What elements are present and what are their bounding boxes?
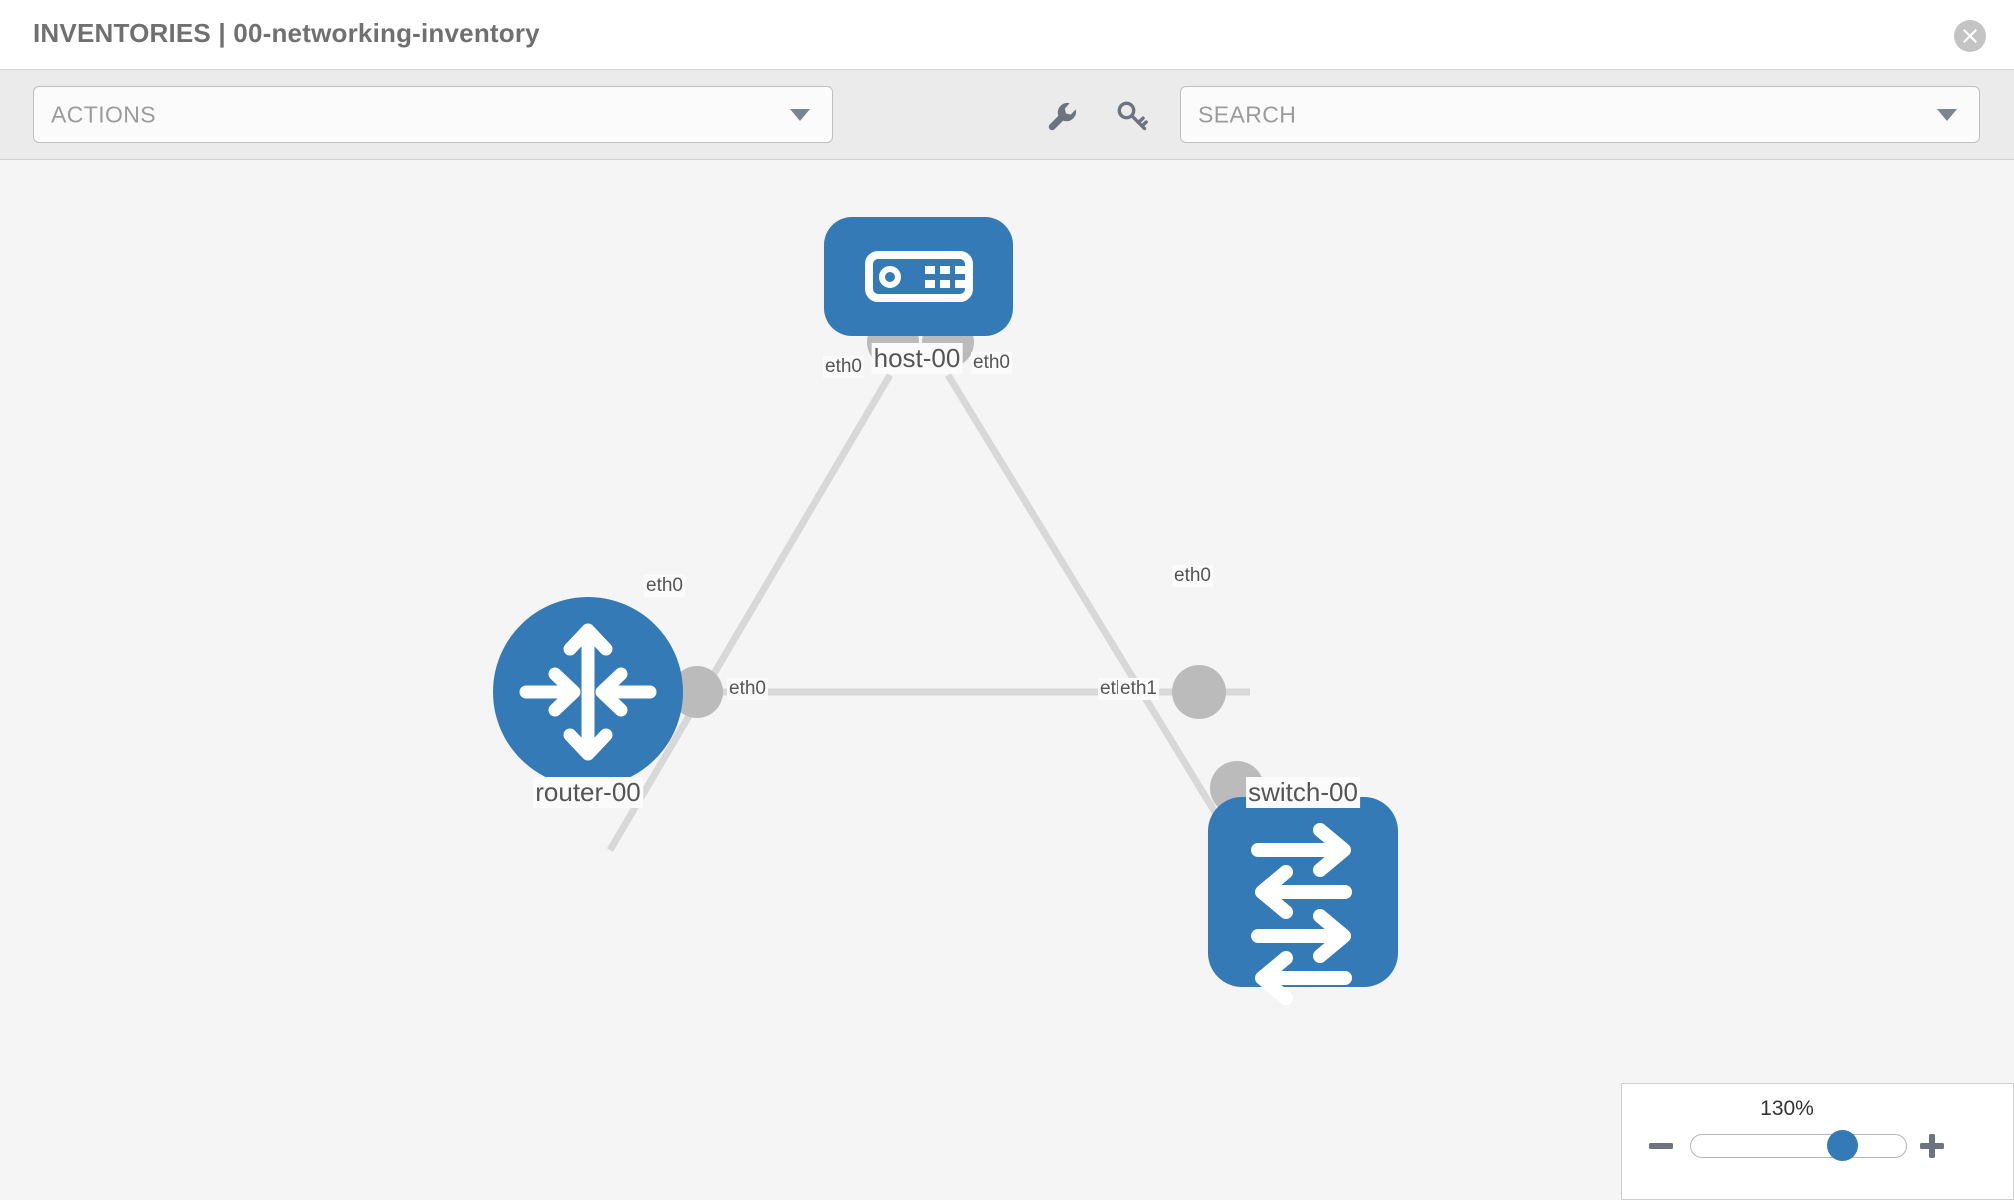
router-arrows-icon [519,623,657,761]
toolbar: ACTIONS SEARCH [0,70,2014,160]
edge-label: eth0 [1172,565,1213,587]
zoom-slider-handle[interactable] [1827,1130,1858,1161]
edge-label: eth0 [823,356,864,378]
stub-router-right [671,666,723,718]
zoom-in-button[interactable] [1918,1132,1946,1160]
key-icon[interactable] [1110,94,1154,138]
edge-label: eth0 [727,678,768,700]
zoom-out-button[interactable] [1647,1132,1675,1160]
zoom-slider-track[interactable] [1690,1134,1907,1158]
node-label-switch: switch-00 [1246,777,1360,808]
actions-dropdown[interactable]: ACTIONS [33,86,833,143]
chevron-down-icon [790,108,810,121]
switch-arrows-icon [1251,823,1352,1005]
wrench-icon[interactable] [1040,94,1084,138]
topology-canvas[interactable]: eth0 eth0 eth0 eth0 eth0 eth0 eth1 host-… [0,160,2014,1200]
search-placeholder: SEARCH [1198,101,1297,127]
edge-label: eth1 [1118,678,1159,700]
link-host-router [606,373,894,852]
topology-graph [493,217,1398,1005]
node-router-00[interactable] [493,597,683,787]
zoom-level-label: 130% [1760,1097,1814,1120]
node-switch-00[interactable] [1208,797,1398,1005]
search-input[interactable]: SEARCH [1180,86,1980,143]
node-label-router: router-00 [533,777,643,808]
server-icon [865,251,973,302]
stub-switch-left [1172,665,1226,719]
edge-label: eth0 [644,575,685,597]
topology-links [606,373,1250,852]
link-host-switch [945,373,1238,847]
zoom-control-panel: 130% [1621,1083,2014,1200]
close-icon[interactable] [1954,20,1986,52]
actions-dropdown-label: ACTIONS [51,101,157,127]
edge-label: eth0 [971,352,1012,374]
page-title: INVENTORIES | 00-networking-inventory [33,18,540,48]
node-label-host: host-00 [871,343,963,374]
node-host-00[interactable] [824,217,1013,336]
chevron-down-icon [1937,108,1957,121]
page-header: INVENTORIES | 00-networking-inventory [0,0,2014,70]
